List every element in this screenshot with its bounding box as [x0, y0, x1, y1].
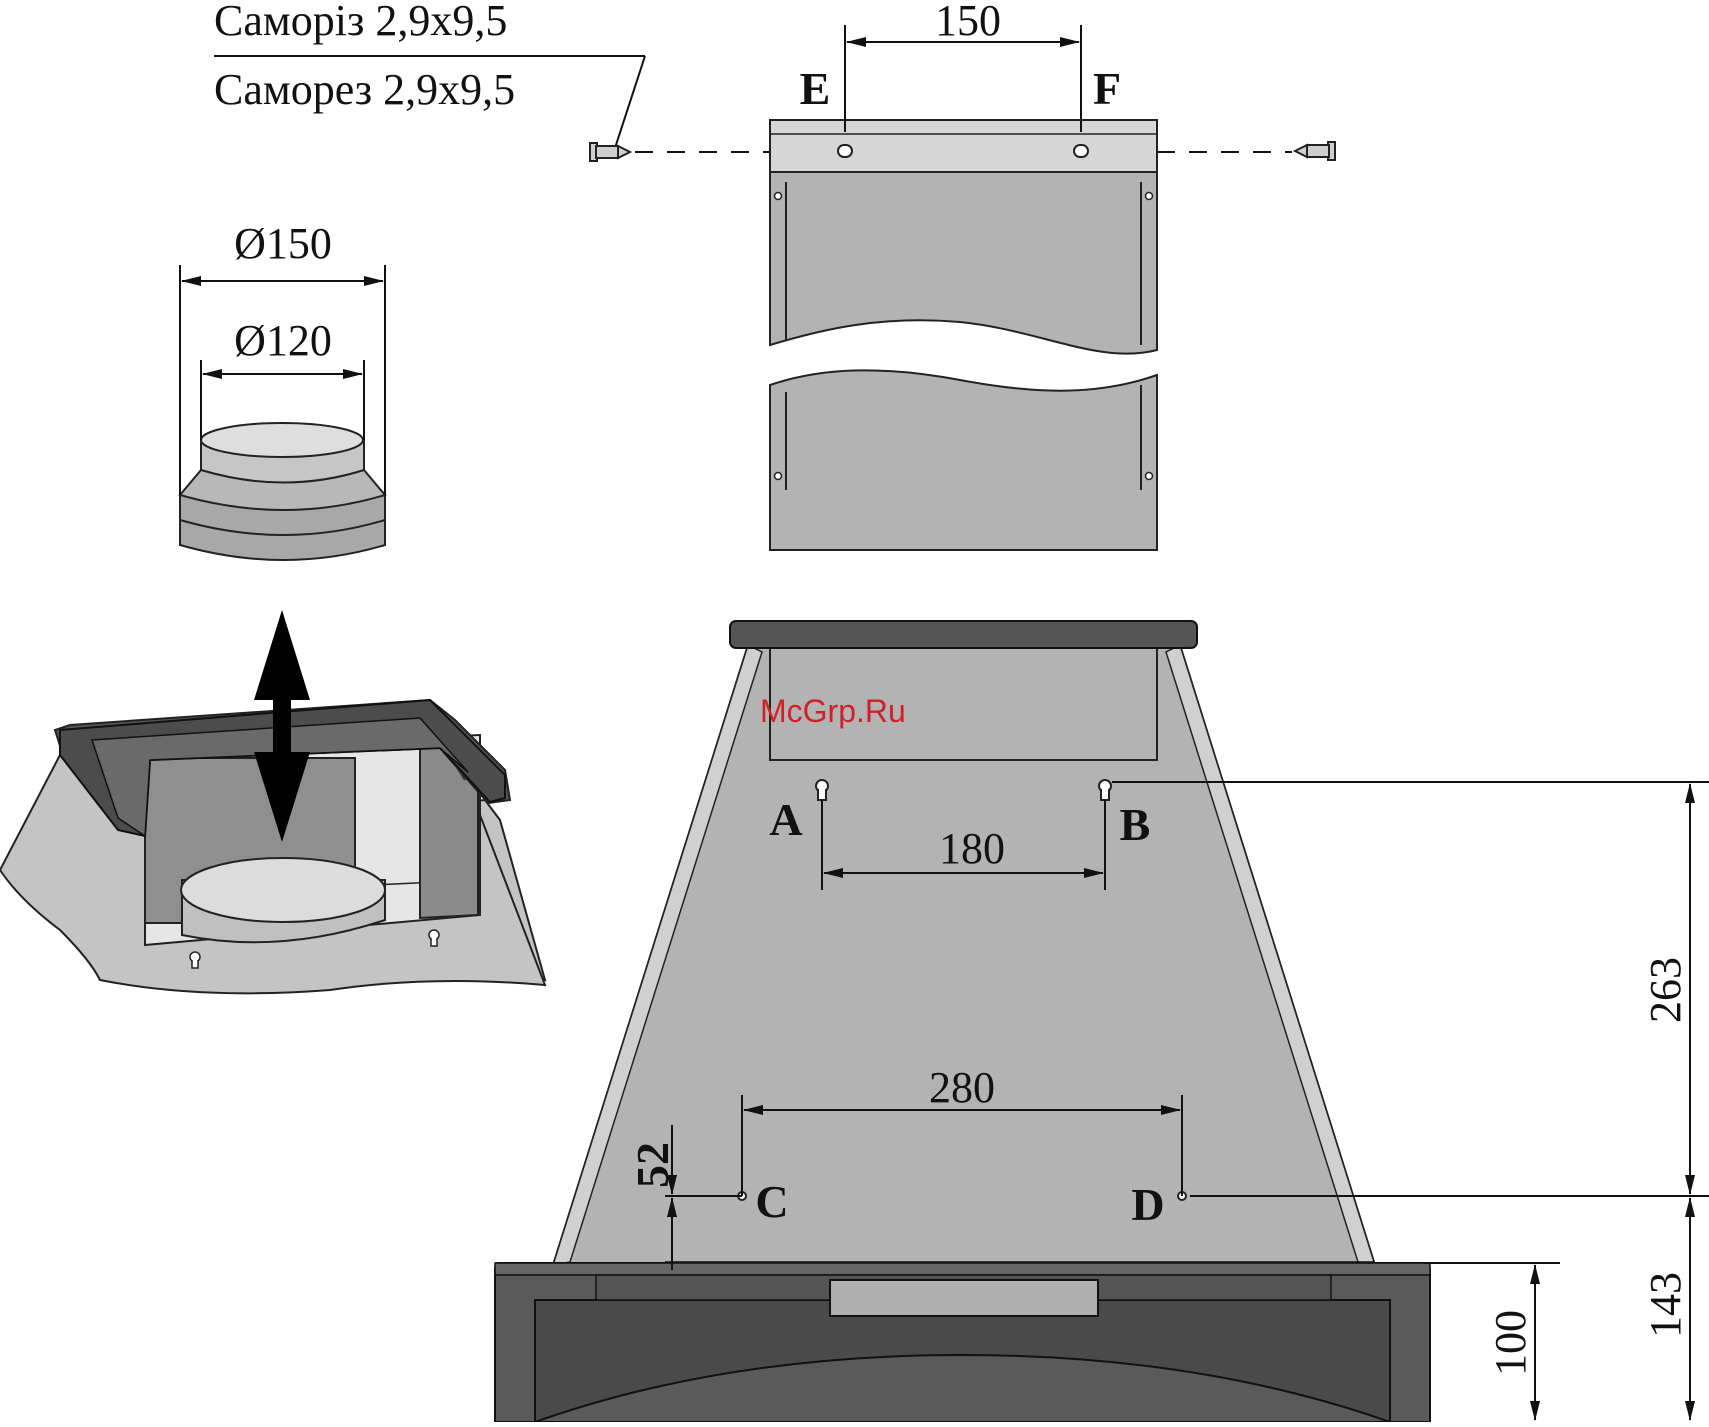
hood-front-view: [495, 621, 1430, 1422]
keyhole-a-icon: [816, 780, 828, 800]
screw-right-icon: [1295, 142, 1335, 160]
dimension-ef: 150 E F: [800, 0, 1121, 132]
point-e-label: E: [800, 63, 831, 114]
control-panel: [830, 1280, 1098, 1316]
dimension-100-value: 100: [1486, 1310, 1535, 1376]
keyhole-icon: [190, 952, 200, 968]
point-b-label: B: [1120, 799, 1151, 850]
dimension-edge-value: 52: [627, 1142, 678, 1188]
inner-diameter-label: Ø120: [234, 316, 332, 365]
adapter-ring: [180, 423, 385, 560]
screw-label-ua: Саморіз 2,9х9,5: [214, 0, 507, 45]
outer-diameter-label: Ø150: [234, 219, 332, 268]
point-a-label: A: [769, 794, 802, 845]
screw-label-ru: Саморез 2,9х9,5: [214, 65, 515, 114]
keyhole-b-icon: [1099, 780, 1111, 800]
point-f-label: F: [1093, 63, 1121, 114]
point-d-label: D: [1131, 1179, 1164, 1230]
slot-e-icon: [838, 145, 852, 157]
point-c-label: C: [755, 1176, 788, 1227]
dimension-ab-value: 180: [939, 824, 1005, 873]
watermark: McGrp.Ru: [760, 693, 906, 729]
hood-top-perspective: [0, 700, 545, 993]
dimension-ef-value: 150: [935, 0, 1001, 45]
dimension-143-value: 143: [1641, 1272, 1690, 1338]
dimension-cd-value: 280: [929, 1063, 995, 1112]
slot-f-icon: [1074, 145, 1088, 157]
chimney-cover: [770, 120, 1157, 550]
screw-left-icon: [590, 143, 630, 161]
screw-callout: Саморіз 2,9х9,5 Саморез 2,9х9,5: [214, 0, 645, 148]
dimension-263-value: 263: [1641, 957, 1690, 1023]
keyhole-icon: [429, 930, 439, 946]
